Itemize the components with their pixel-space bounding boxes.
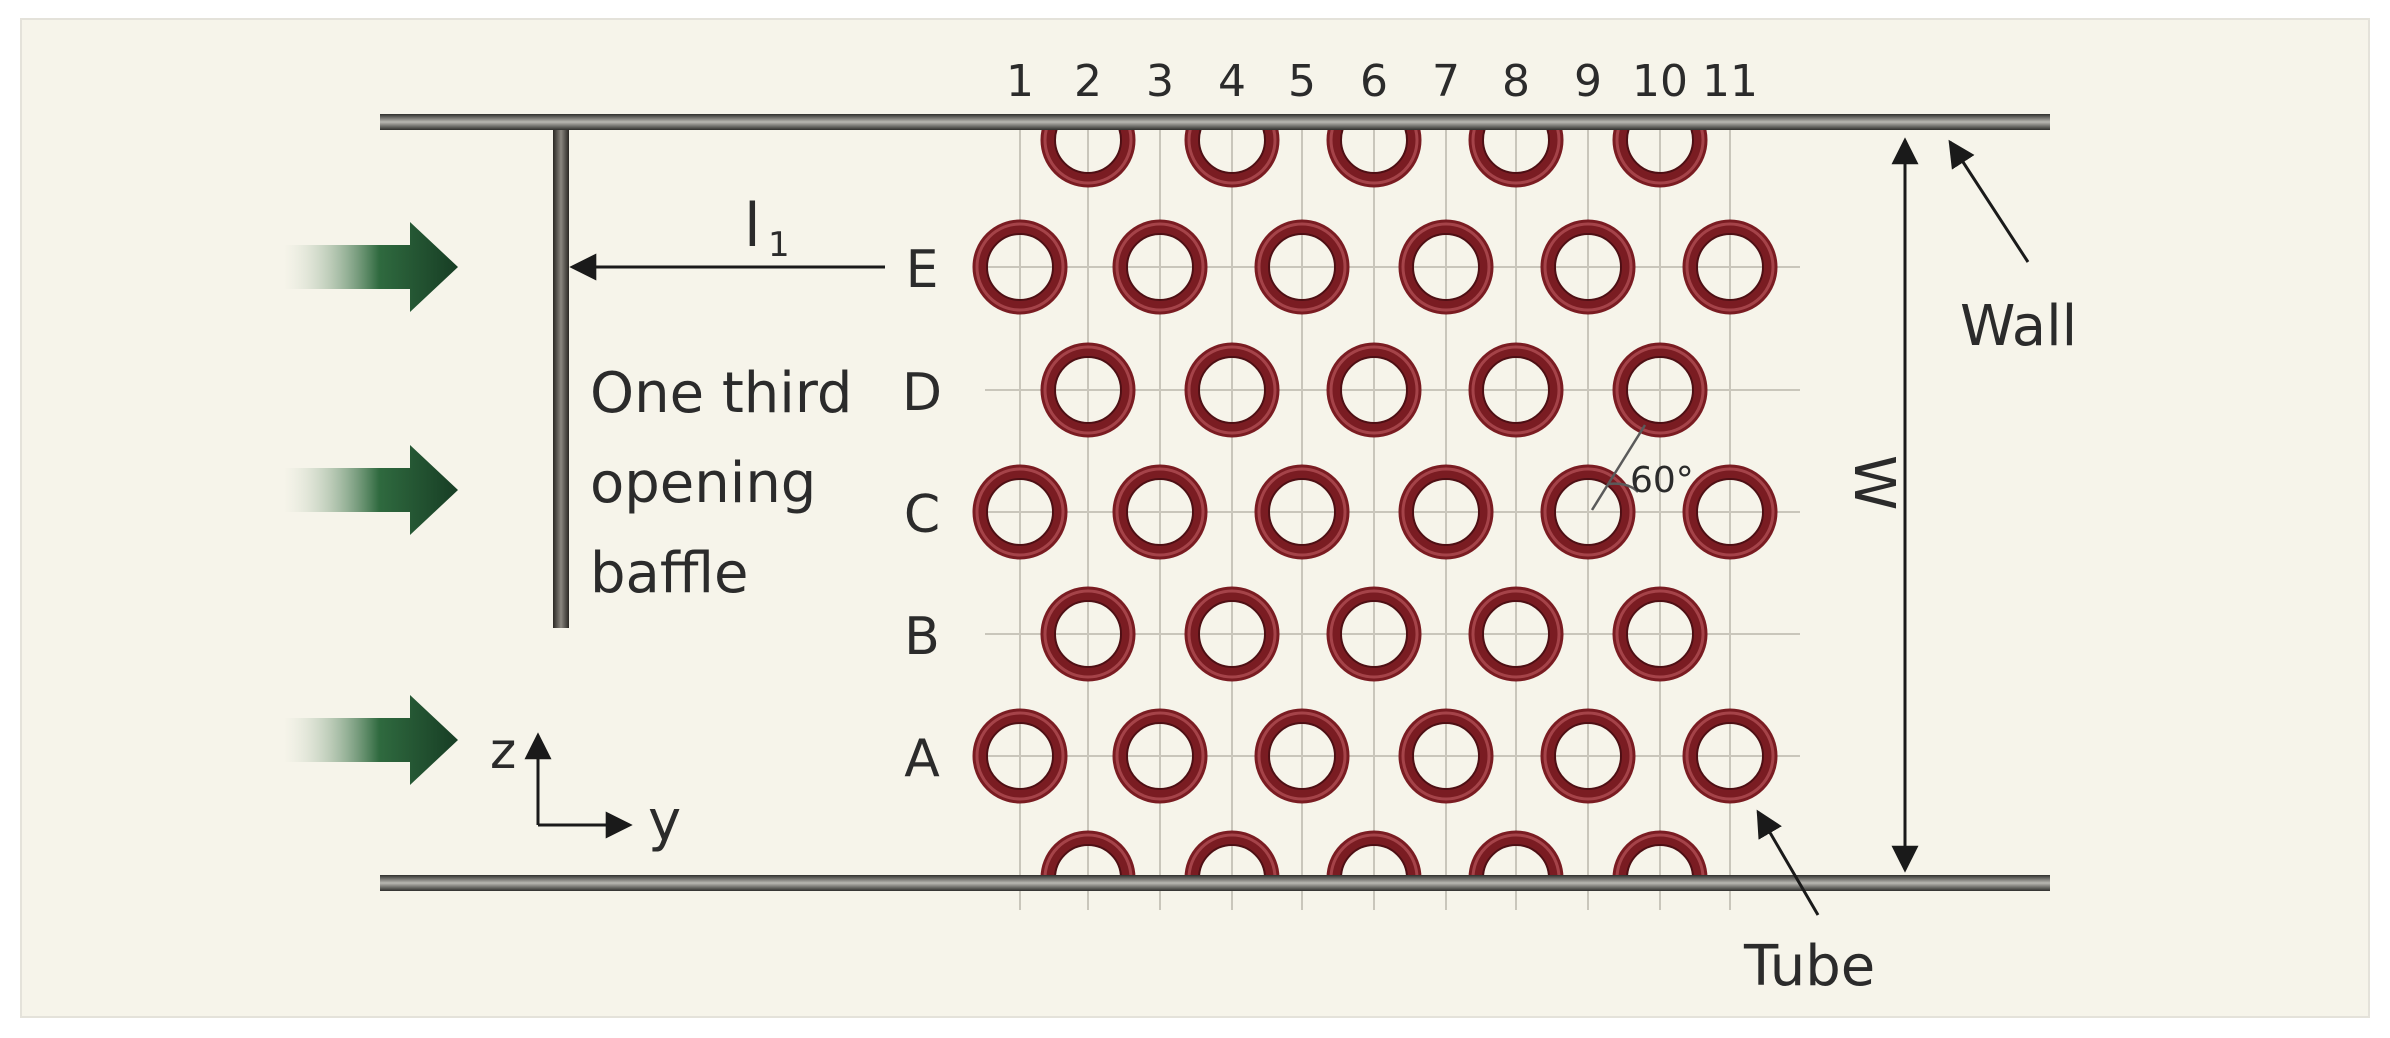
- tube-top-wall-4: [1184, 130, 1280, 188]
- row-labels: E D C B A: [902, 240, 942, 789]
- inlet-arrow-3: [283, 695, 458, 785]
- tube-E-11: [1682, 219, 1778, 315]
- column-label-2: 2: [1074, 56, 1102, 107]
- baffle-label-line-1: One third: [590, 361, 852, 426]
- tube-D-8: [1468, 342, 1564, 438]
- column-label-5: 5: [1288, 56, 1316, 107]
- column-label-10: 10: [1632, 56, 1688, 107]
- axis-z-label: z: [490, 722, 516, 780]
- wall-label: Wall: [1960, 294, 2077, 359]
- l1-subscript: 1: [768, 225, 790, 265]
- tube-C-11: [1682, 464, 1778, 560]
- column-label-8: 8: [1502, 56, 1530, 107]
- tube-E-1: [972, 219, 1068, 315]
- baffle-label-line-3: baffle: [590, 541, 748, 606]
- column-label-1: 1: [1006, 56, 1034, 107]
- tube-B-10: [1612, 586, 1708, 682]
- tube-C-7: [1398, 464, 1494, 560]
- row-label-C: C: [904, 485, 940, 545]
- tube-A-5: [1254, 708, 1350, 804]
- angle-label: 60°: [1630, 460, 1694, 501]
- column-label-7: 7: [1432, 56, 1460, 107]
- tube-A-9: [1540, 708, 1636, 804]
- tube-callout: Tube: [1743, 809, 1875, 999]
- tube-A-7: [1398, 708, 1494, 804]
- wall-callout: Wall: [1948, 139, 2077, 359]
- tube-D-6: [1326, 342, 1422, 438]
- inlet-arrow-2: [283, 445, 458, 535]
- tube-B-8: [1468, 586, 1564, 682]
- width-dimension: W: [1841, 137, 1919, 873]
- angle-annotation: 60°: [1590, 424, 1694, 511]
- tube-D-4: [1184, 342, 1280, 438]
- tube-D-10: [1612, 342, 1708, 438]
- tube-A-11: [1682, 708, 1778, 804]
- tube-E-3: [1112, 219, 1208, 315]
- column-label-9: 9: [1574, 56, 1602, 107]
- column-label-3: 3: [1146, 56, 1174, 107]
- tube-C-9: [1540, 464, 1636, 560]
- tube-B-4: [1184, 586, 1280, 682]
- inlet-arrows: [283, 222, 458, 785]
- column-label-11: 11: [1702, 56, 1758, 107]
- tube-C-1: [972, 464, 1068, 560]
- baffle-label-line-2: opening: [590, 451, 816, 516]
- column-label-4: 4: [1218, 56, 1246, 107]
- tube-E-5: [1254, 219, 1350, 315]
- tube-top-wall-10: [1612, 130, 1708, 188]
- tube-C-3: [1112, 464, 1208, 560]
- baffle: [553, 130, 569, 628]
- tube-label: Tube: [1743, 934, 1875, 999]
- tube-grid: [985, 130, 1800, 910]
- tube-B-2: [1040, 586, 1136, 682]
- tube-E-7: [1398, 219, 1494, 315]
- l1-dimension: l 1: [569, 191, 885, 281]
- row-label-A: A: [904, 729, 940, 789]
- tube-top-wall-6: [1326, 130, 1422, 188]
- tube-top-wall-8: [1468, 130, 1564, 188]
- column-label-6: 6: [1360, 56, 1388, 107]
- tube-D-2: [1040, 342, 1136, 438]
- axis-y-label: y: [648, 789, 681, 854]
- tube-B-6: [1326, 586, 1422, 682]
- tube-A-1: [972, 708, 1068, 804]
- axes-indicator: z y: [490, 722, 681, 854]
- top-wall: [380, 114, 2050, 130]
- tube-top-wall-2: [1040, 130, 1136, 188]
- tube-A-3: [1112, 708, 1208, 804]
- row-label-B: B: [904, 607, 940, 667]
- width-label: W: [1841, 455, 1906, 510]
- tube-C-5: [1254, 464, 1350, 560]
- row-label-D: D: [902, 363, 942, 423]
- baffle-label: One third opening baffle: [590, 361, 852, 606]
- tube-E-9: [1540, 219, 1636, 315]
- row-label-E: E: [906, 240, 939, 300]
- l1-label: l: [744, 191, 761, 261]
- inlet-arrow-1: [283, 222, 458, 312]
- bottom-wall: [380, 875, 2050, 891]
